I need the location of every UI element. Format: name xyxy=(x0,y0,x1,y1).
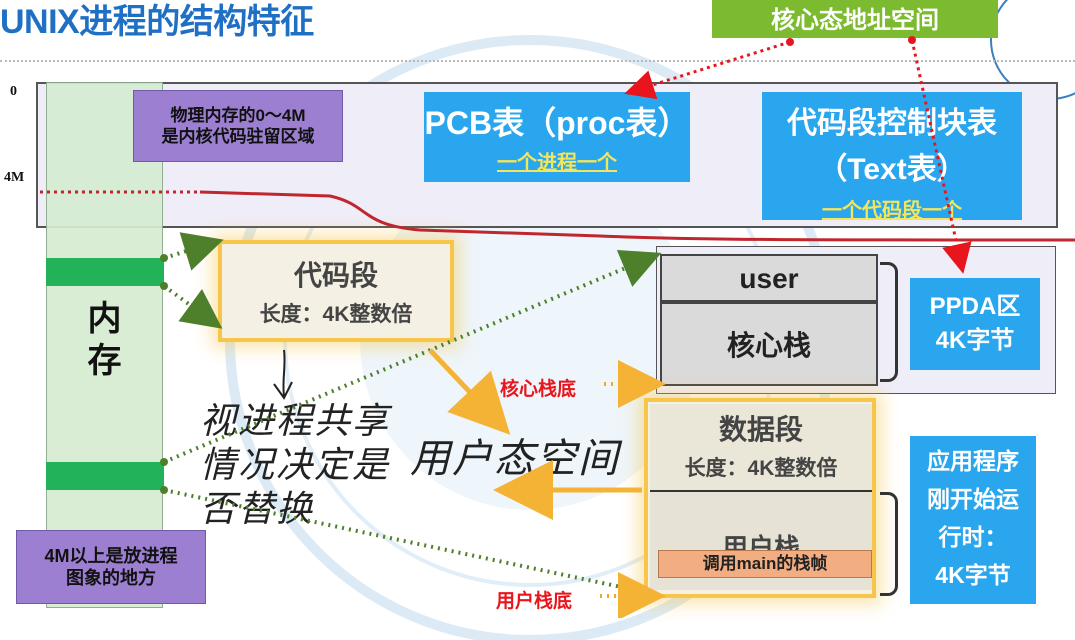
address-zero: 0 xyxy=(10,84,17,99)
code-segment-block xyxy=(46,258,164,286)
data-segment-box: 数据段 长度：4K整数倍 xyxy=(650,404,872,490)
handwritten-user-space: 用户态空间 xyxy=(410,436,620,482)
pcb-table-subtitle: 一个进程一个 xyxy=(497,152,617,174)
data-segment-length: 长度：4K整数倍 xyxy=(684,457,838,480)
kernel-space-label: 核心态地址空间 xyxy=(712,0,998,38)
ppda-brace xyxy=(880,262,898,382)
memory-label: 内 存 xyxy=(87,300,122,380)
app-start-note: 应用程序 刚开始运 行时： 4K字节 xyxy=(910,436,1036,604)
data-segment-title: 数据段 xyxy=(718,414,803,445)
user-stack-brace xyxy=(880,492,898,596)
ppda-box: PPDA区 4K字节 xyxy=(910,278,1040,370)
pcb-table-title: PCB表（proc表） xyxy=(424,105,690,141)
ppda-line2: 4K字节 xyxy=(935,327,1015,354)
handwritten-shared-note: 视进程共享 情况决定是 否替换 xyxy=(200,401,391,530)
data-segment-block xyxy=(46,462,164,490)
text-table-box: 代码段控制块表 （Text表） 一个代码段一个 xyxy=(762,92,1022,222)
text-table-line2: （Text表） xyxy=(817,153,967,186)
text-table-subtitle: 一个代码段一个 xyxy=(822,200,962,222)
pcb-table-box: PCB表（proc表） 一个进程一个 xyxy=(424,92,690,182)
kernel-note: 物理内存的0～4M 是内核代码驻留区域 xyxy=(133,90,343,162)
address-4m: 4M xyxy=(4,170,25,185)
main-stack-frame: 调用main的栈帧 xyxy=(658,550,872,578)
user-area: user xyxy=(660,254,878,302)
code-segment-length: 长度：4K整数倍 xyxy=(259,303,413,326)
ppda-line1: PPDA区 xyxy=(929,293,1021,320)
kernel-stack: 核心栈 xyxy=(660,302,878,386)
code-segment-box: 代码段 长度：4K整数倍 xyxy=(218,240,454,342)
memory-column xyxy=(46,82,163,608)
text-table-line1: 代码段控制块表 xyxy=(787,107,997,140)
title-divider xyxy=(0,60,1075,62)
kernel-stack-bottom-label: 核心栈底 xyxy=(500,379,577,400)
code-segment-title: 代码段 xyxy=(293,260,378,291)
memory-note: 4M以上是放进程 图象的地方 xyxy=(16,530,206,604)
user-stack-bottom-label: 用户栈底 xyxy=(496,591,573,612)
page-title: UNIX进程的结构特征 xyxy=(0,3,314,41)
